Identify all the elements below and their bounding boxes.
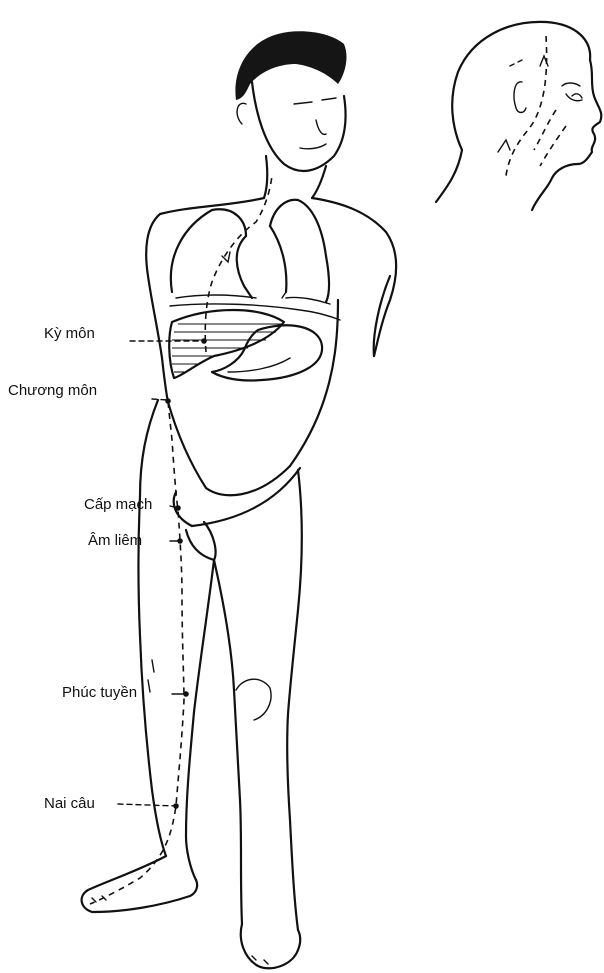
label-am-liem: Âm liêm	[88, 533, 142, 548]
point-chuong-mon	[165, 398, 171, 404]
acupoints	[165, 338, 207, 809]
point-phuc-tuyen	[183, 691, 189, 697]
point-nai-cau	[173, 803, 179, 809]
label-ky-mon: Kỳ môn	[44, 326, 95, 341]
point-cap-mach	[175, 505, 181, 511]
label-phuc-tuyen: Phúc tuyền	[62, 685, 137, 700]
point-ky-mon	[201, 338, 207, 344]
side-head-profile	[436, 22, 601, 210]
point-am-liem	[177, 538, 183, 544]
label-cap-mach: Cấp mạch	[84, 497, 152, 512]
label-nai-cau: Nai câu	[44, 796, 95, 811]
label-chuong-mon: Chương môn	[8, 383, 97, 398]
